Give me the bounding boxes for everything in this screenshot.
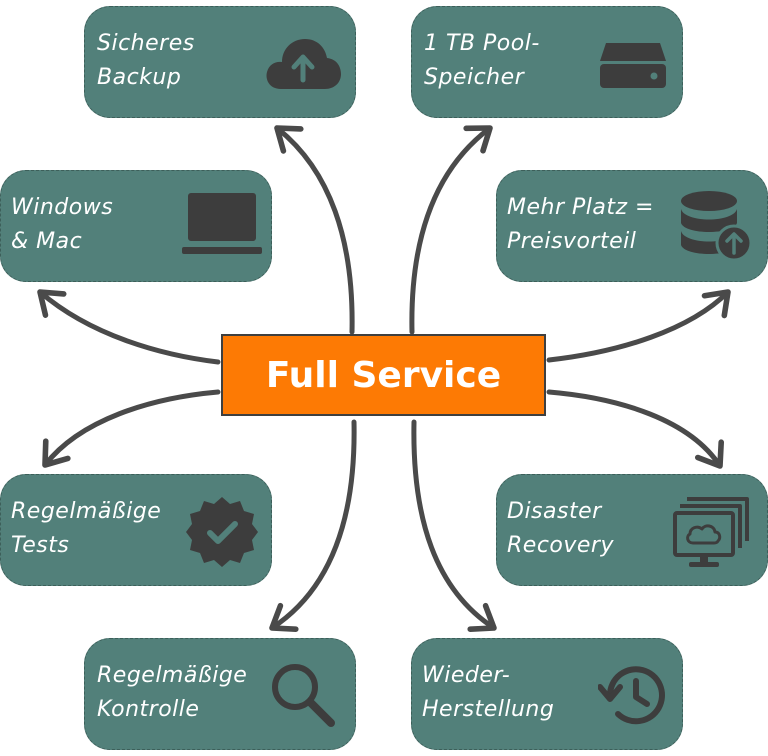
card-label-line2: Backup bbox=[97, 65, 182, 90]
arrow-to-disaster-recovery bbox=[546, 389, 724, 469]
card-label-line1: Regelmäßige bbox=[97, 663, 248, 688]
card-label: Disaster Recovery bbox=[507, 495, 614, 563]
card-label-line2: & Mac bbox=[11, 229, 83, 254]
card-label-line2: Tests bbox=[11, 533, 70, 558]
card-label-line2: Herstellung bbox=[422, 697, 555, 722]
card-label-line2: Kontrolle bbox=[97, 697, 200, 722]
card-label-line1: Mehr Platz = bbox=[507, 195, 654, 220]
card-sicheres-backup: Sicheres Backup bbox=[84, 6, 356, 118]
card-wiederherstellung: Wieder- Herstellung bbox=[411, 638, 683, 750]
card-label-line1: Sicheres bbox=[97, 31, 195, 56]
card-label: Wieder- Herstellung bbox=[422, 659, 554, 727]
arrow-to-pool-speicher bbox=[409, 125, 493, 335]
search-icon bbox=[272, 664, 335, 727]
card-disaster-recovery: Disaster Recovery bbox=[496, 474, 768, 586]
hard-drive-icon bbox=[600, 43, 666, 88]
cloud-monitor-icon bbox=[673, 497, 749, 567]
card-label: Regelmäßige Kontrolle bbox=[97, 659, 247, 727]
full-service-box: Full Service bbox=[221, 334, 546, 416]
card-regelmaessige-tests: Regelmäßige Tests bbox=[0, 474, 272, 586]
card-regelmaessige-kontrolle: Regelmäßige Kontrolle bbox=[84, 638, 356, 750]
card-label: Windows & Mac bbox=[11, 191, 113, 259]
database-upload-icon bbox=[681, 191, 753, 262]
card-mehr-platz: Mehr Platz = Preisvorteil bbox=[496, 170, 768, 282]
card-label-line2: Preisvorteil bbox=[507, 229, 637, 254]
card-label-line2: Speicher bbox=[424, 65, 525, 90]
card-label-line1: Disaster bbox=[507, 499, 602, 524]
arrow-to-windows-mac bbox=[37, 289, 221, 365]
arrow-to-wiederherstellung bbox=[411, 419, 497, 632]
card-windows-mac: Windows & Mac bbox=[0, 170, 272, 282]
card-label-line1: Regelmäßige bbox=[11, 499, 162, 524]
history-icon bbox=[598, 666, 665, 725]
card-label: Mehr Platz = Preisvorteil bbox=[507, 191, 654, 259]
arrow-to-mehr-platz bbox=[546, 289, 731, 363]
card-pool-speicher: 1 TB Pool- Speicher bbox=[411, 6, 683, 118]
card-label-line1: Windows bbox=[11, 195, 114, 220]
cloud-upload-icon bbox=[266, 39, 341, 89]
laptop-icon bbox=[182, 193, 262, 254]
card-label-line1: Wieder- bbox=[422, 663, 511, 688]
card-label-line2: Recovery bbox=[507, 533, 614, 558]
card-label: Regelmäßige Tests bbox=[11, 495, 161, 563]
arrow-to-regelmaessige-kontrolle bbox=[269, 419, 357, 632]
full-service-label: Full Service bbox=[265, 354, 502, 396]
card-label-line1: 1 TB Pool- bbox=[424, 31, 540, 56]
card-label: 1 TB Pool- Speicher bbox=[424, 27, 540, 95]
arrow-to-regelmaessige-tests bbox=[42, 389, 221, 468]
verified-badge-icon bbox=[186, 497, 258, 567]
arrow-to-sicheres-backup bbox=[274, 125, 355, 335]
card-label: Sicheres Backup bbox=[97, 27, 195, 95]
